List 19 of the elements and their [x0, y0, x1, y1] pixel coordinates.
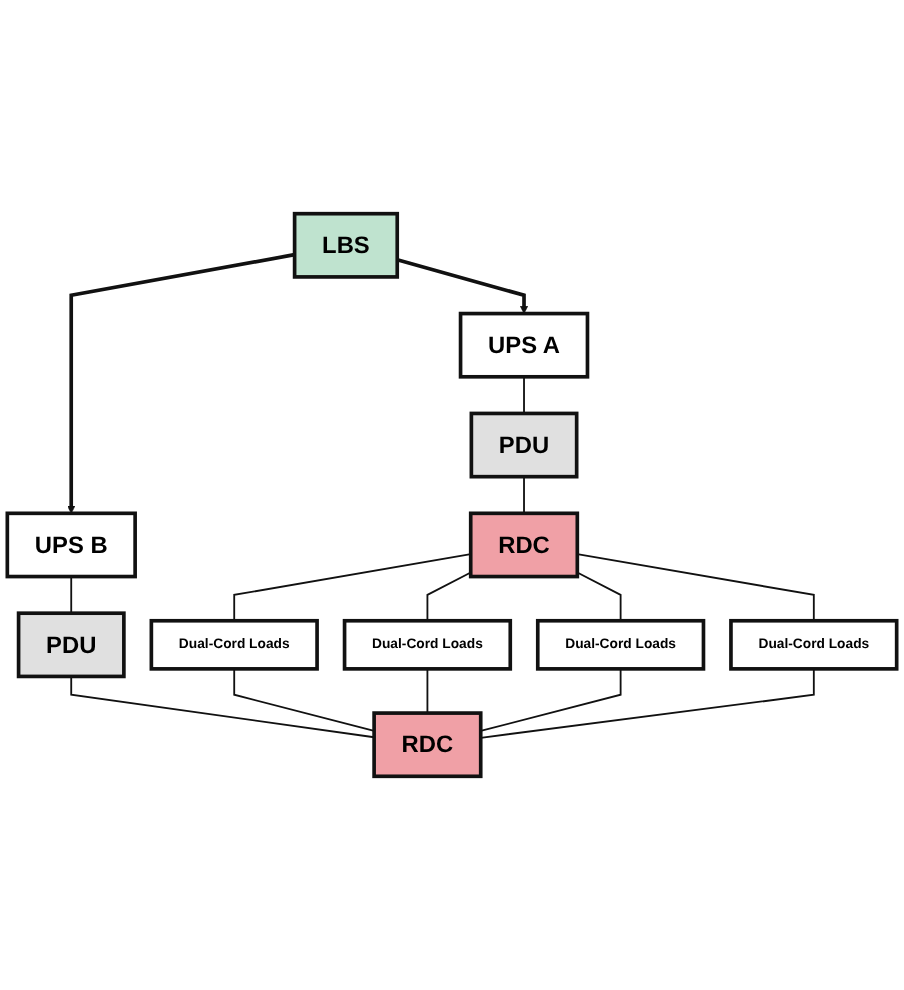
connector — [70, 675, 376, 739]
node-box: LBS — [292, 211, 400, 279]
node-box: PDU — [469, 411, 579, 479]
node-box: PDU — [16, 611, 126, 679]
node-box: UPS B — [5, 511, 137, 579]
connector — [426, 571, 472, 622]
node-box: RDC — [372, 711, 483, 779]
connector — [479, 667, 815, 739]
connector — [523, 375, 525, 415]
node-box: RDC — [468, 511, 580, 579]
connector — [70, 575, 73, 615]
arrow — [396, 257, 529, 314]
arrow — [67, 252, 295, 514]
connector — [233, 667, 376, 732]
connector — [576, 553, 815, 622]
connector — [479, 667, 622, 732]
connector — [233, 553, 472, 622]
connector — [576, 571, 622, 622]
node-box: UPS A — [458, 311, 590, 379]
